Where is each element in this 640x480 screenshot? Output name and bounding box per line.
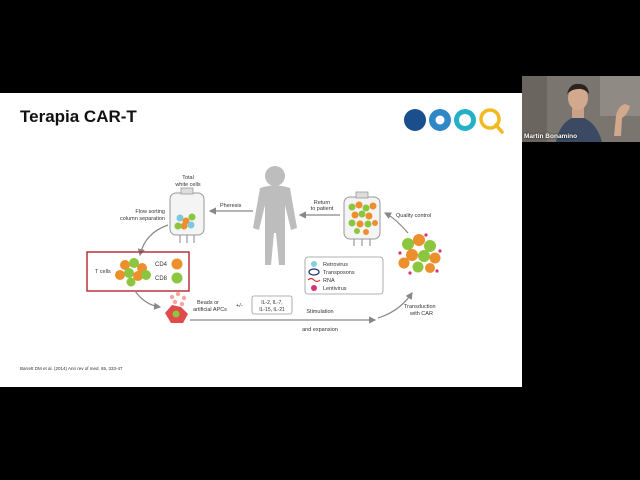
rna-icon <box>307 277 321 283</box>
beads-label-line2: artificial APCs <box>193 307 227 313</box>
return-line2: to patient <box>311 206 334 212</box>
retrovirus-icon <box>311 261 317 267</box>
slide-title: Terapia CAR-T <box>20 107 137 126</box>
car-t-bag <box>343 191 381 246</box>
presentation-slide: Terapia CAR-T <box>0 93 522 387</box>
patient-silhouette <box>253 166 297 265</box>
return-line1: Return <box>314 200 331 206</box>
vector-lentivirus: Lentivirus <box>323 286 347 292</box>
total-label-line2: white cells <box>174 182 201 188</box>
vector-rna: RNA <box>323 278 335 284</box>
interleukins-box <box>251 295 293 315</box>
interleukins-line2: IL-15, IL-21 <box>259 307 285 313</box>
white-cells-bag <box>169 187 205 243</box>
vector-retrovirus: Retrovirus <box>323 262 348 268</box>
cd8-cell-icon <box>171 272 183 284</box>
vector-transposons: Transposons <box>323 270 355 276</box>
t-cell-cluster <box>115 258 151 287</box>
beads-apc-icon <box>165 291 188 323</box>
participant-video-tile[interactable]: Martin Bonamino <box>522 76 640 142</box>
car-t-cell-cluster <box>398 233 442 275</box>
transposon-icon <box>308 268 320 276</box>
plus-minus-label: +/- <box>236 303 243 309</box>
stimulation-line1: Stimulation <box>306 309 333 315</box>
stimulation-line2: and expansion <box>302 327 338 333</box>
participant-name: Martin Bonamino <box>524 133 578 140</box>
pheresis-label: Pheresis <box>220 203 242 209</box>
cd4-cell-icon <box>171 258 183 270</box>
quality-control-label: Quality control <box>396 213 431 219</box>
t-cells-box <box>86 251 190 292</box>
t-cells-label: T cells <box>95 269 111 275</box>
transduction-line2: with CAR <box>409 311 433 317</box>
vectors-box <box>304 256 384 295</box>
beads-label-line1: Beads or <box>197 300 219 306</box>
brand-logo <box>404 108 504 134</box>
flow-sorting-line2: column separation <box>120 216 165 222</box>
total-label-line1: Total <box>182 175 194 181</box>
car-t-diagram: Total white cells Pheresis Flow sorting … <box>86 166 442 333</box>
cd8-label: CD8 <box>155 276 168 282</box>
transduction-line1: Transduction <box>404 304 436 310</box>
slide-citation: Barrett DM et al. (2014) Ann rev of med.… <box>20 366 123 371</box>
flow-sorting-line1: Flow sorting <box>135 209 165 215</box>
participant-video-frame <box>522 76 640 142</box>
interleukins-line1: IL-2, IL-7, <box>261 300 282 306</box>
cd4-label: CD4 <box>155 262 168 268</box>
lentivirus-icon <box>311 285 317 291</box>
